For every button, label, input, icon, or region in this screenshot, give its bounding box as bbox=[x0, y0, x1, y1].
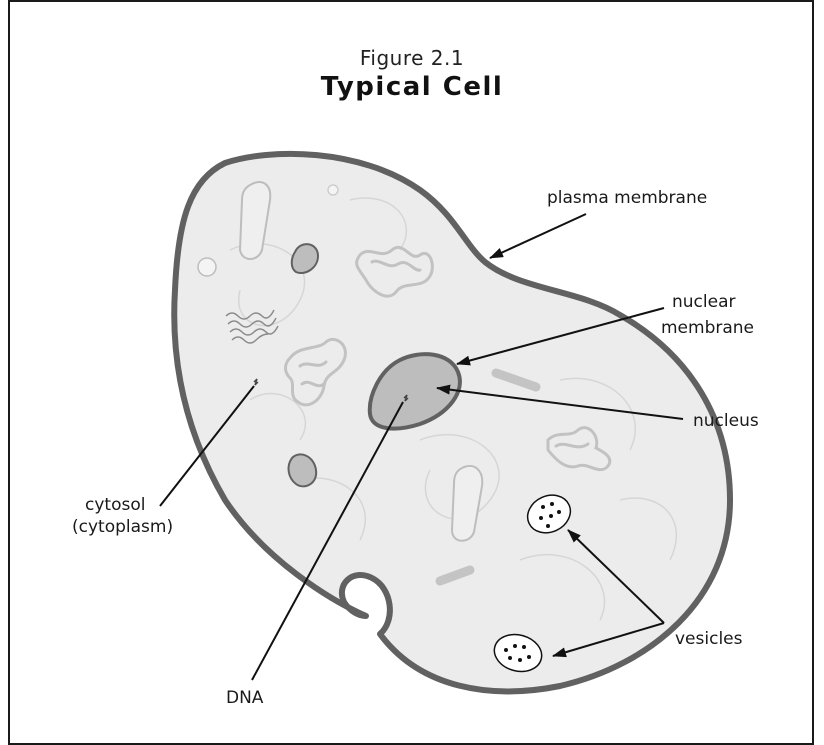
tiny-vacuole bbox=[328, 185, 338, 195]
label-plasma-membrane: plasma membrane bbox=[547, 188, 707, 208]
dark-organelle-bottom bbox=[289, 454, 317, 486]
label-nucleus: nucleus bbox=[693, 411, 759, 431]
label-cytosol-line1: cytosol bbox=[85, 495, 145, 515]
small-vacuole bbox=[198, 258, 216, 276]
label-cytosol-line2: (cytoplasm) bbox=[72, 517, 173, 537]
plasma-membrane-arrow bbox=[490, 214, 586, 258]
label-nuclear-membrane-line1: nuclear bbox=[672, 292, 735, 312]
label-dna: DNA bbox=[226, 688, 264, 708]
label-nuclear-membrane-line2: membrane bbox=[661, 318, 754, 338]
label-vesicles: vesicles bbox=[675, 629, 743, 649]
